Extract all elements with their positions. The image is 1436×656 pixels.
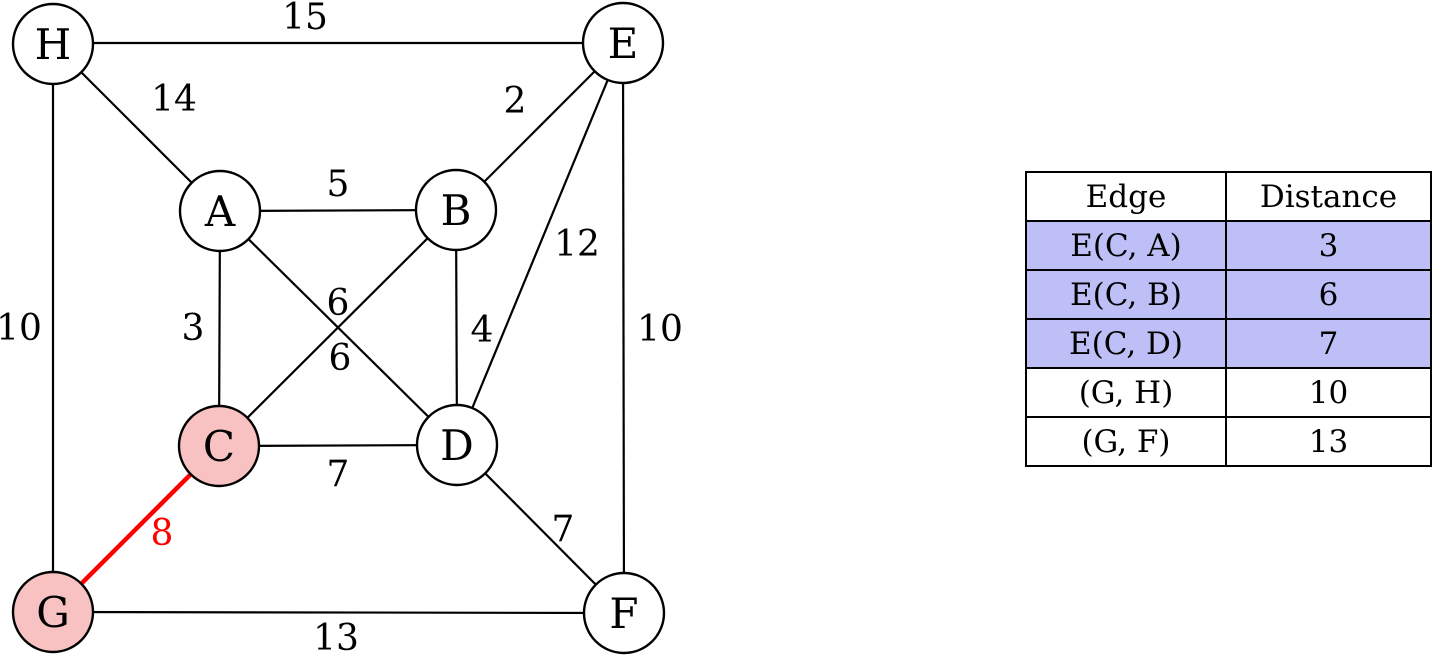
edge-weight-A-C: 3 — [182, 308, 205, 349]
edge-weight-E-F: 10 — [637, 309, 683, 350]
table-cell-distance: 13 — [1227, 418, 1430, 465]
node-label-H: H — [35, 20, 72, 69]
node-label-G: G — [36, 588, 70, 637]
table-cell-distance: 7 — [1227, 320, 1430, 369]
edge-weight-G-F: 13 — [313, 618, 359, 656]
graph-canvas: 15 14 10 5 2 12 10 3 6 6 4 7 8 7 13 H E … — [0, 0, 683, 656]
edge-weight-B-E: 2 — [504, 81, 527, 122]
node-F — [582, 571, 666, 655]
table-cell-distance: 3 — [1227, 222, 1430, 271]
node-A — [178, 169, 262, 253]
table-cell-edge: E(C, D) — [1027, 320, 1227, 369]
edge-E-D — [455, 42, 625, 446]
table-header-distance: Distance — [1227, 173, 1430, 222]
table-header-edge: Edge — [1027, 173, 1227, 222]
edge-weight-H-A: 14 — [151, 79, 197, 120]
edge-weight-C-D: 7 — [327, 454, 350, 495]
table-cell-distance: 10 — [1227, 369, 1430, 418]
node-label-D: D — [440, 421, 474, 470]
edge-B-C — [218, 209, 457, 447]
table-cell-edge: E(C, A) — [1027, 222, 1227, 271]
table-cell-distance: 6 — [1227, 271, 1430, 320]
node-label-F: F — [609, 589, 638, 638]
edge-weight-D-F: 7 — [552, 509, 575, 550]
edge-E-F — [621, 42, 626, 614]
edge-weight-H-G: 10 — [0, 308, 42, 349]
table-cell-edge: (G, H) — [1027, 369, 1227, 418]
table-cell-edge: (G, F) — [1027, 418, 1227, 465]
node-H — [11, 2, 95, 86]
node-label-A: A — [204, 187, 236, 236]
edge-weight-B-C: 6 — [329, 338, 352, 379]
table-cell-edge: E(C, B) — [1027, 271, 1227, 320]
edge-weight-A-B: 5 — [327, 164, 350, 205]
node-label-C: C — [203, 422, 235, 471]
node-D — [415, 403, 499, 487]
edge-weight-C-G-highlighted: 8 — [151, 513, 174, 554]
node-G-highlighted — [11, 570, 95, 654]
node-C-highlighted — [177, 404, 261, 488]
node-B — [414, 168, 498, 252]
edge-weight-E-D: 12 — [554, 224, 600, 265]
node-label-E: E — [608, 19, 639, 68]
edge-G-F — [52, 610, 625, 615]
edge-weight-B-D: 4 — [471, 310, 494, 351]
edge-weight-H-E: 15 — [282, 0, 328, 38]
node-label-B: B — [441, 186, 472, 235]
node-E — [581, 1, 665, 85]
edge-distance-table: Edge Distance E(C, A) 3 E(C, B) 6 E(C, D… — [1025, 171, 1432, 467]
edge-weight-A-D: 6 — [327, 283, 350, 324]
